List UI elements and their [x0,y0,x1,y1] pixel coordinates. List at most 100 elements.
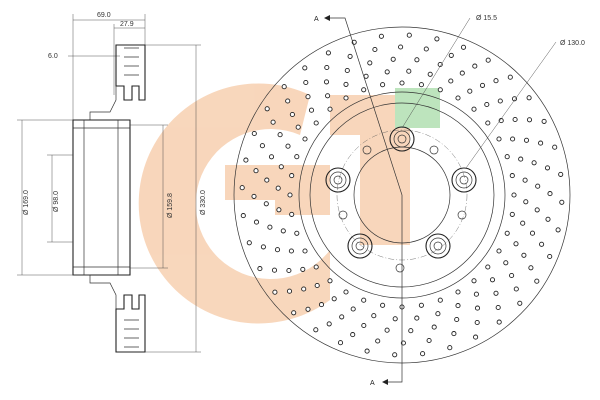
drill-hole [364,348,370,354]
drill-hole [531,160,537,166]
lug-hole [325,167,351,193]
section-mark-top: A [314,16,319,23]
drill-hole [302,136,308,142]
drill-hole [427,71,433,77]
drill-hole [448,52,454,58]
drill-hole [539,241,545,247]
front-view: A A Ø 15.5 Ø 130.0 [233,15,585,387]
drill-hole [526,95,532,101]
drill-hole [538,140,544,146]
drill-hole [380,302,386,308]
drill-hole [503,260,509,266]
drill-hole [326,321,332,327]
drill-hole [511,192,517,198]
drill-hole [460,44,467,50]
drill-hole [493,290,499,296]
drill-hole [496,136,502,142]
drill-hole [408,328,414,334]
drill-hole [301,286,307,292]
drill-hole [521,252,527,258]
drill-hole [324,64,330,71]
lug-hole [389,126,415,152]
drill-hole [259,143,265,149]
drill-hole [286,267,292,274]
drill-hole [325,50,331,56]
drill-hole [267,224,273,230]
drill-hole [418,82,424,88]
drill-hole [420,351,426,357]
drill-hole [300,266,306,272]
drill-hole [495,304,501,311]
drill-hole [286,288,293,294]
drill-hole [518,156,524,162]
drill-hole [471,278,477,284]
drill-hole [512,116,518,123]
drill-hole [361,322,367,329]
drill-hole [504,230,510,236]
drill-hole [473,334,479,340]
drill-hole [528,265,534,271]
drill-hole [485,120,491,126]
drill-hole [399,80,405,86]
drill-hole [437,297,443,303]
drill-hole [344,67,350,74]
drill-hole [509,272,515,279]
drill-hole [305,94,311,100]
drill-hole [390,56,396,62]
drill-hole [493,78,499,84]
drill-hole [471,106,477,112]
drill-hole [426,337,432,344]
drill-hole [264,177,270,183]
drill-hole [545,216,551,222]
drill-hole [509,173,515,179]
drill-hole [350,306,356,312]
drill-hole [243,157,249,163]
drill-hole [308,107,315,113]
dim-hat-depth: 27.9 [120,21,134,28]
drill-hole [504,154,510,160]
drill-hole [287,192,293,198]
drill-hole [535,183,541,189]
drill-hole [246,240,252,246]
drill-hole [343,95,349,101]
section-view: 69.0 27.9 6.0 Ø 169.0 Ø 98.0 Ø 159.8 [17,12,207,353]
dim-pitch-circle: Ø 130.0 [560,40,585,47]
drill-hole [289,211,295,217]
drill-hole [544,165,551,171]
dim-outer-diameter: Ø 330.0 [200,190,207,215]
drill-hole [313,264,319,270]
drill-hole [327,106,333,112]
drill-hole [523,137,530,143]
drill-hole [534,207,540,213]
drill-hole [455,95,461,101]
drill-hole [406,68,412,74]
drill-hole [513,286,519,292]
drill-hole [437,87,443,93]
drill-hole [474,305,481,311]
drill-hole [473,291,479,297]
lug-holes [325,126,477,259]
drill-hole [337,340,344,346]
drill-hole [431,324,437,330]
drill-hole [398,44,404,50]
drill-hole [302,248,308,254]
drill-hole [467,88,473,94]
drill-hole [278,164,284,170]
drill-hole [534,278,540,284]
drill-hole [375,338,381,344]
drill-hole [325,93,331,99]
drill-hole [520,220,526,226]
drill-hole [343,81,349,87]
drill-hole [523,199,529,205]
drill-hole [291,310,297,316]
drill-hole [479,82,486,88]
watermark-dark [330,95,410,245]
drill-hole [295,124,301,130]
drill-hole [302,65,308,71]
drill-hole [253,219,260,225]
drill-hole [484,101,490,108]
watermark-ring [138,83,330,324]
drill-hole [277,132,283,138]
drill-hole [363,73,369,79]
